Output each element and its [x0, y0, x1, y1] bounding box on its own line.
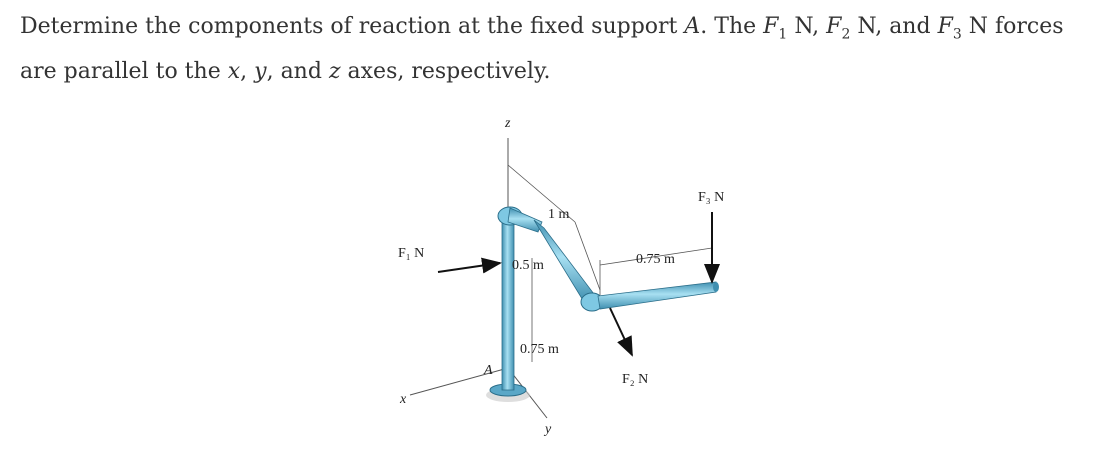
axis-z-label: z [504, 116, 511, 131]
force-2-subscript: 2 [841, 26, 851, 43]
force-1-symbol: F [763, 14, 779, 39]
force-3-symbol: F [937, 14, 953, 39]
problem-statement: Determine the components of reaction at … [20, 14, 1064, 85]
axis-x-symbol: x [227, 59, 241, 85]
force-f3-label: F₃ N [698, 190, 724, 205]
dim-line-075-horizontal [599, 247, 713, 266]
force-f1-arrow [437, 257, 502, 274]
force-1-unit: N [794, 14, 813, 39]
dim-075-horizontal-label: 0.75 m [636, 252, 675, 267]
vertical-pipe [501, 214, 515, 391]
pipe-end-cap [713, 282, 719, 292]
dim-line-1m-side [574, 221, 601, 291]
point-a-label: A [483, 363, 493, 378]
dim-line-1m-top [507, 164, 576, 223]
question-text-1: Determine the components of reaction at … [20, 14, 678, 39]
axis-y-symbol: y [254, 59, 267, 85]
axis-y-label: y [543, 422, 552, 437]
pipe-diagram: z x y A F₁ N F₂ N F₃ N 1 [398, 116, 724, 437]
force-2-unit: N [857, 14, 876, 39]
question-text-3: are parallel to the [20, 59, 221, 85]
dim-1m-label: 1 m [548, 207, 570, 222]
force-2-symbol: F [826, 14, 842, 39]
x-axis [409, 367, 509, 396]
force-f2-arrow [609, 307, 633, 357]
force-3-unit: N [968, 14, 988, 39]
dim-075-vertical-label: 0.75 m [520, 342, 559, 357]
axis-z-symbol: z [328, 59, 341, 85]
axis-x-label: x [399, 392, 407, 407]
force-1-subscript: 1 [778, 26, 788, 43]
pipe-assembly-figure: z x y A F₁ N F₂ N F₃ N 1 [360, 100, 780, 455]
force-f2-label: F₂ N [622, 372, 648, 387]
forces-word: forces [995, 14, 1064, 39]
support-label: A [684, 14, 701, 39]
right-horizontal-pipe [597, 281, 717, 310]
question-text-2: . The [700, 14, 757, 39]
and-word: , and [875, 14, 931, 39]
dim-05m-label: 0.5 m [512, 258, 544, 273]
top-horizontal-pipe [507, 207, 543, 233]
force-f1-label: F₁ N [398, 246, 424, 261]
force-3-subscript: 3 [952, 26, 962, 43]
question-text-4: axes, respectively. [347, 59, 551, 85]
